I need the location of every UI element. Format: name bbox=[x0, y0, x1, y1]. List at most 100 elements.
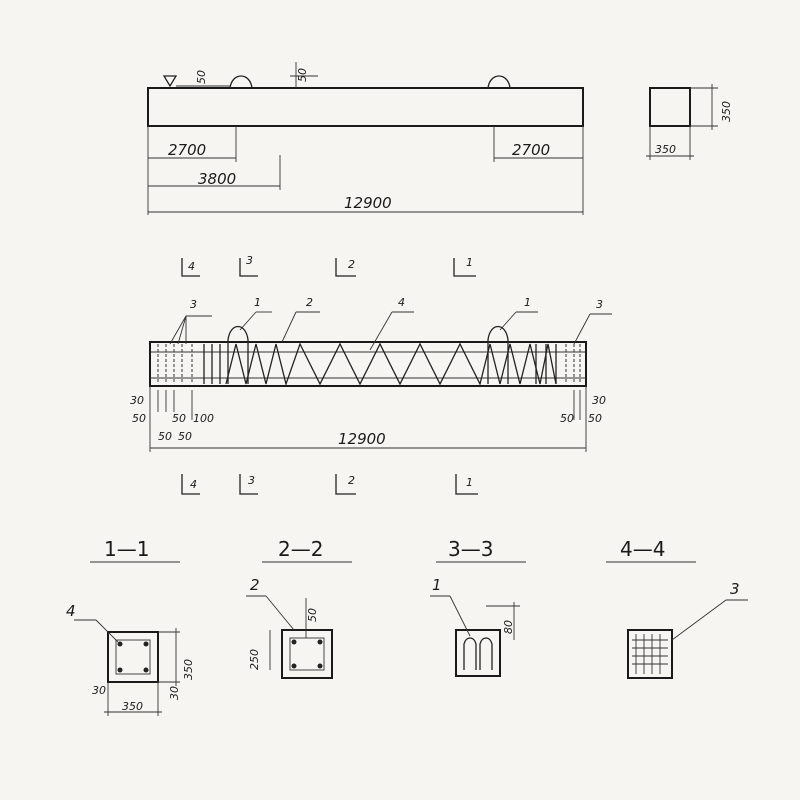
section-1-bar bbox=[117, 667, 123, 673]
loop-height-left-label: 50 bbox=[195, 70, 208, 84]
level-marker-icon bbox=[162, 75, 178, 88]
section-1-bar bbox=[143, 667, 149, 673]
section-mark-4-upper-label: 4 bbox=[188, 260, 195, 273]
section-3-loop-right bbox=[479, 637, 493, 670]
section-4-outline bbox=[627, 629, 673, 679]
leader-1-left bbox=[239, 311, 257, 331]
leader-3-right bbox=[573, 313, 591, 345]
section-2-bar bbox=[317, 663, 323, 669]
section-2-leader bbox=[265, 595, 295, 631]
dim-12900-top-label: 12900 bbox=[344, 194, 392, 212]
reinforcement-outline bbox=[149, 341, 587, 387]
section-1-bar bbox=[117, 641, 123, 647]
dim-3800-label: 3800 bbox=[198, 170, 236, 188]
beam-end-view: 350 350 bbox=[646, 84, 733, 160]
spacing-right-1: 50 bbox=[588, 412, 602, 425]
section-3-loop-left bbox=[463, 637, 477, 670]
spacing-left-5: 50 bbox=[178, 430, 192, 443]
spacing-right-2: 50 bbox=[560, 412, 574, 425]
bent-bar-diagonal bbox=[225, 342, 557, 387]
loop-height-mid-label: 50 bbox=[296, 68, 309, 82]
section-1-leader bbox=[95, 619, 119, 643]
spacing-dims-right: 30 50 50 bbox=[560, 386, 606, 452]
section-2-bar bbox=[317, 639, 323, 645]
section-2-outline bbox=[281, 629, 333, 679]
section-4-title: 4—4 bbox=[620, 537, 665, 561]
leader-3-left-a bbox=[169, 315, 187, 345]
section-1-callout: 4 bbox=[66, 602, 76, 620]
section-mark-1-lower-label: 1 bbox=[466, 476, 473, 489]
section-3-3: 3—3 1 80 bbox=[430, 537, 526, 677]
section-2-2: 2—2 2 250 50 bbox=[246, 537, 352, 679]
section-mark-4-lower-label: 4 bbox=[190, 478, 197, 491]
leader-3-left-b bbox=[177, 315, 187, 345]
section-mark-3-lower bbox=[239, 474, 258, 495]
section-3-leader bbox=[449, 595, 471, 637]
section-4-leader bbox=[671, 599, 727, 641]
reinforcement-view: 3 1 2 4 1 3 30 50 50 100 50 50 bbox=[130, 296, 612, 452]
callout-4: 4 bbox=[398, 296, 405, 309]
callout-3-right: 3 bbox=[596, 298, 603, 311]
section-4-4: 4—4 3 bbox=[606, 537, 748, 679]
section-3-callout: 1 bbox=[432, 576, 442, 594]
section-mark-2-upper-label: 2 bbox=[348, 258, 355, 271]
section-1-bar bbox=[143, 641, 149, 647]
section-1-cover-b: 30 bbox=[168, 686, 181, 700]
section-mark-4-lower bbox=[181, 474, 200, 495]
section-2-dim-b-label: 50 bbox=[306, 608, 319, 622]
stirrups-left bbox=[203, 344, 221, 384]
section-mark-3-upper bbox=[239, 258, 258, 277]
section-1-1: 1—1 4 350 30 350 30 bbox=[66, 537, 195, 716]
callout-3-left: 3 bbox=[190, 298, 197, 311]
leader-4 bbox=[369, 311, 393, 351]
section-mark-1-lower bbox=[455, 474, 478, 495]
end-mesh-left bbox=[157, 344, 193, 384]
section-2-title: 2—2 bbox=[278, 537, 323, 561]
section-2-dim-a-label: 250 bbox=[248, 649, 261, 670]
spacing-right-0: 30 bbox=[592, 394, 606, 407]
dim-2700-right-label: 2700 bbox=[512, 141, 550, 159]
section-mark-2-lower-label: 2 bbox=[348, 474, 355, 487]
section-3-dim-a-label: 80 bbox=[502, 620, 515, 634]
spacing-left-0: 30 bbox=[130, 394, 144, 407]
section-2-bar bbox=[291, 663, 297, 669]
section-2-callout: 2 bbox=[250, 576, 260, 594]
loop-rebar-left bbox=[227, 325, 249, 384]
section-2-bar bbox=[291, 639, 297, 645]
lifting-loop-right bbox=[487, 75, 511, 89]
section-mark-2-upper bbox=[335, 258, 356, 277]
spacing-left-4: 50 bbox=[158, 430, 172, 443]
section-3-outline bbox=[455, 629, 501, 677]
section-marks-upper: 4 3 2 1 bbox=[181, 254, 476, 277]
section-1-height-label: 350 bbox=[182, 659, 195, 680]
spacing-dims-left: 30 50 50 100 50 50 bbox=[130, 386, 214, 452]
section-mark-1-upper bbox=[453, 258, 476, 277]
section-mark-4-upper bbox=[181, 258, 200, 277]
section-1-width-label: 350 bbox=[122, 700, 143, 713]
end-view-height-label: 350 bbox=[720, 101, 733, 122]
section-1-cover-a: 30 bbox=[92, 684, 106, 697]
lifting-loop-left bbox=[229, 75, 253, 89]
section-marks-lower: 4 3 2 1 bbox=[181, 474, 478, 495]
callout-1-right: 1 bbox=[524, 296, 531, 309]
section-2-stirrup bbox=[289, 637, 325, 671]
end-view-width-label: 350 bbox=[655, 143, 676, 156]
leader-1-right bbox=[499, 311, 517, 331]
dim-12900-bottom-label: 12900 bbox=[338, 430, 386, 448]
end-view-outline bbox=[649, 87, 691, 127]
section-mark-1-upper-label: 1 bbox=[466, 256, 473, 269]
section-1-outline bbox=[107, 631, 159, 683]
section-3-title: 3—3 bbox=[448, 537, 493, 561]
beam-elevation: 50 50 2700 2700 3800 12900 bbox=[147, 62, 584, 215]
beam-outline bbox=[147, 87, 584, 127]
end-mesh-right bbox=[565, 344, 581, 384]
callout-1-left: 1 bbox=[254, 296, 261, 309]
spacing-left-2: 50 bbox=[172, 412, 186, 425]
section-4-mesh bbox=[632, 634, 668, 674]
loop-rebar-right bbox=[487, 325, 509, 384]
section-mark-3-lower-label: 3 bbox=[248, 474, 255, 487]
stirrups-right bbox=[535, 344, 557, 384]
section-1-title: 1—1 bbox=[104, 537, 149, 561]
